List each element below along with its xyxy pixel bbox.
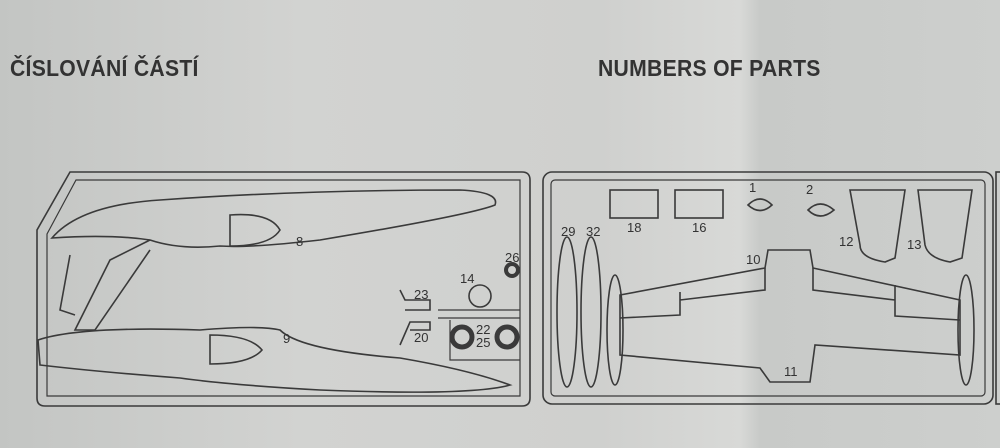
part-1 — [746, 198, 774, 212]
part-14-ring — [468, 284, 492, 308]
label-29: 29 — [561, 224, 575, 239]
part-9-fuselage-half — [37, 326, 513, 393]
label-23: 23 — [414, 287, 428, 302]
part-8-fuselage-half — [50, 189, 497, 331]
part-25-wheel — [494, 324, 520, 350]
label-16: 16 — [692, 220, 706, 235]
part-26-wheel — [504, 262, 520, 278]
part-10-wing — [619, 249, 961, 383]
label-10: 10 — [746, 252, 760, 267]
label-11: 11 — [784, 364, 798, 379]
part-12-rudder — [849, 189, 906, 263]
label-1: 1 — [749, 180, 756, 195]
label-26: 26 — [505, 250, 519, 265]
part-20 — [399, 321, 431, 346]
label-32: 32 — [586, 224, 600, 239]
part-10-fin-left — [606, 274, 624, 386]
label-18: 18 — [627, 220, 641, 235]
label-12: 12 — [839, 234, 853, 249]
part-23 — [399, 289, 431, 311]
part-18 — [609, 189, 659, 219]
label-22: 22 — [476, 322, 490, 337]
part-2 — [806, 203, 836, 217]
part-32 — [580, 236, 602, 388]
label-20: 20 — [414, 330, 428, 345]
label-25: 25 — [476, 335, 490, 350]
part-16 — [674, 189, 724, 219]
label-13: 13 — [907, 237, 921, 252]
part-10-fin-right — [957, 274, 975, 386]
heading-czech: ČÍSLOVÁNÍ ČÁSTÍ — [10, 55, 199, 81]
label-14: 14 — [460, 271, 474, 286]
part-22-wheel — [449, 324, 475, 350]
part-29 — [556, 236, 578, 388]
heading-english: NUMBERS OF PARTS — [598, 55, 821, 81]
label-8: 8 — [296, 234, 303, 249]
sprue-frame-left — [36, 171, 531, 407]
label-2: 2 — [806, 182, 813, 197]
part-13-rudder — [917, 189, 973, 263]
label-9: 9 — [283, 331, 290, 346]
sprue-frame-right — [542, 171, 1000, 405]
